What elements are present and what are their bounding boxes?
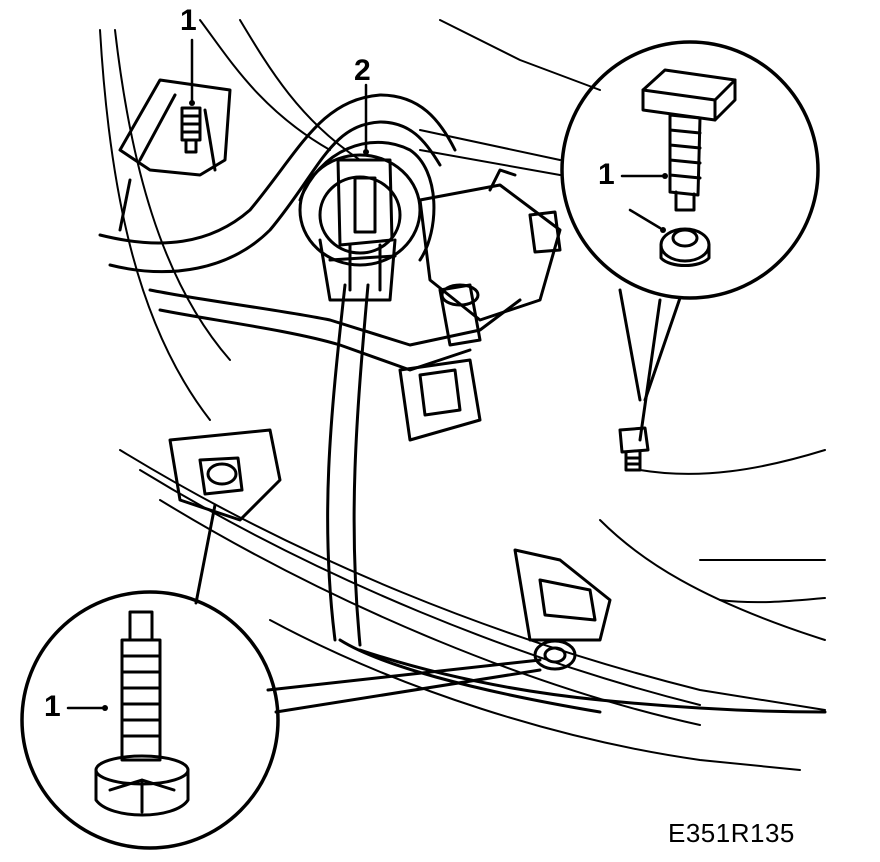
right-inset xyxy=(560,40,820,402)
headlamp-housing xyxy=(148,140,522,372)
callout-1-right-inset: 1 xyxy=(598,158,615,191)
upper-bracket xyxy=(118,78,232,232)
t-head-bolt-icon xyxy=(641,68,737,212)
hex-bolt-icon xyxy=(94,610,190,817)
body-panel-lines xyxy=(99,19,826,771)
side-bolt xyxy=(618,298,662,472)
callout-leaders xyxy=(189,38,369,155)
upper-bolt xyxy=(180,106,202,154)
flange-nut-icon xyxy=(659,227,711,267)
figure-reference-code: E351R135 xyxy=(668,818,795,848)
lower-mount xyxy=(168,428,282,522)
wiring-harness xyxy=(98,93,827,714)
callout-1-top: 1 xyxy=(180,4,197,37)
bulb-connector xyxy=(328,158,397,292)
adjuster-assembly xyxy=(398,168,562,442)
callout-2: 2 xyxy=(354,54,371,87)
callout-1-left-inset: 1 xyxy=(44,690,61,723)
left-inset xyxy=(20,503,542,850)
lower-right-bracket xyxy=(513,548,612,671)
